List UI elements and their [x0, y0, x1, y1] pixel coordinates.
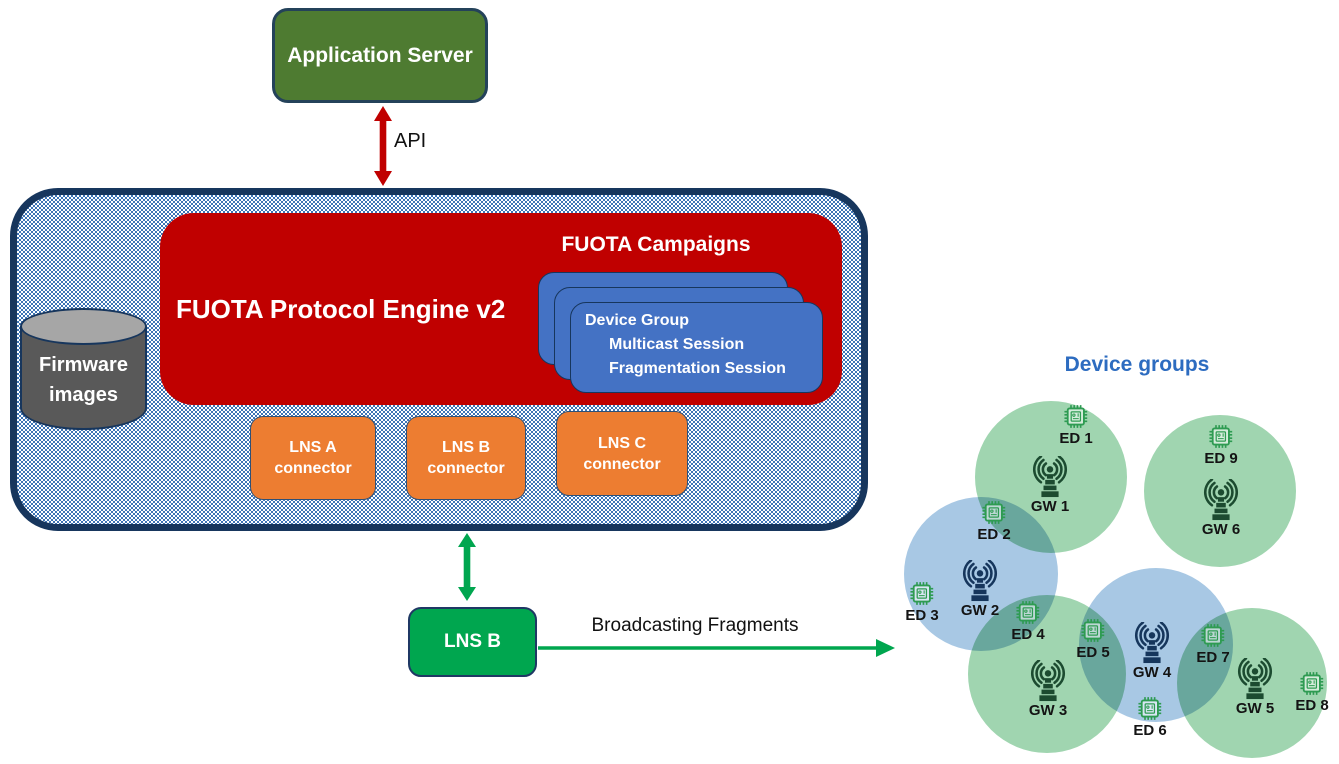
lns-c-connector-box: LNS C connector	[556, 411, 688, 496]
ed9-chip-icon	[1207, 423, 1234, 450]
end-device-6: ED 6	[1133, 695, 1167, 739]
gateway-2: GW 2	[958, 559, 1002, 619]
ed5-chip-icon	[1079, 617, 1106, 644]
gw3-label: GW 3	[1028, 702, 1068, 719]
ed9-label: ED 9	[1204, 450, 1238, 467]
end-device-9: ED 9	[1204, 423, 1238, 467]
fuota-protocol-engine-title: FUOTA Protocol Engine v2	[176, 294, 506, 324]
gw1-label: GW 1	[1030, 498, 1070, 515]
end-device-8: ED 8	[1295, 670, 1329, 714]
campaign-card-line-fragmentation-session: Fragmentation Session	[609, 360, 786, 377]
ed6-label: ED 6	[1133, 722, 1167, 739]
broadcasting-fragments-label: Broadcasting Fragments	[591, 615, 799, 636]
gateway-3: GW 3	[1026, 659, 1070, 719]
application-server-box: Application Server	[272, 8, 488, 103]
lns-double-arrow-icon	[458, 533, 476, 601]
end-device-1: ED 1	[1059, 403, 1093, 447]
gw2-antenna-icon	[958, 559, 1002, 602]
ed8-chip-icon	[1298, 670, 1325, 697]
end-device-4: ED 4	[1011, 599, 1045, 643]
gw1-antenna-icon	[1028, 455, 1072, 498]
ed3-label: ED 3	[905, 607, 939, 624]
application-server-label: Application Server	[287, 43, 473, 67]
ed4-chip-icon	[1014, 599, 1041, 626]
ed8-label: ED 8	[1295, 697, 1329, 714]
ed6-chip-icon	[1136, 695, 1163, 722]
gw2-label: GW 2	[960, 602, 1000, 619]
lns-b-connector-box: LNS B connector	[406, 416, 526, 500]
lns-a-connector-box: LNS A connector	[250, 416, 376, 500]
device-groups-title: Device groups	[1064, 353, 1210, 376]
gw3-antenna-icon	[1026, 659, 1070, 702]
end-device-7: ED 7	[1196, 622, 1230, 666]
lns-a-connector-label: LNS A connector	[274, 439, 352, 477]
firmware-images-label: Firmware images	[39, 354, 128, 406]
fuota-campaigns-title: FUOTA Campaigns	[561, 233, 751, 256]
ed7-label: ED 7	[1196, 649, 1230, 666]
lns-b-server-label: LNS B	[444, 631, 501, 652]
ed2-chip-icon	[980, 499, 1007, 526]
end-device-3: ED 3	[905, 580, 939, 624]
lns-b-server-box: LNS B	[408, 607, 537, 677]
gateway-4: GW 4	[1130, 621, 1174, 681]
ed4-label: ED 4	[1011, 626, 1045, 643]
api-double-arrow-icon	[374, 106, 392, 186]
campaign-card-line-device-group: Device Group	[585, 312, 690, 329]
gateway-5: GW 5	[1233, 657, 1277, 717]
lns-b-connector-label: LNS B connector	[427, 439, 505, 477]
gw4-label: GW 4	[1132, 664, 1172, 681]
ed1-chip-icon	[1062, 403, 1089, 430]
gateway-1: GW 1	[1028, 455, 1072, 515]
campaign-card-line-multicast-session: Multicast Session	[609, 336, 745, 353]
gw5-label: GW 5	[1235, 700, 1275, 717]
gw5-antenna-icon	[1233, 657, 1277, 700]
gateway-6: GW 6	[1199, 478, 1243, 538]
gw6-label: GW 6	[1201, 521, 1241, 538]
lns-c-connector-label: LNS C connector	[583, 434, 661, 473]
campaign-card-front: Device Group Multicast Session Fragmenta…	[570, 302, 823, 393]
ed7-chip-icon	[1199, 622, 1226, 649]
api-label: API	[394, 130, 427, 152]
gw6-antenna-icon	[1199, 478, 1243, 521]
firmware-database-cylinder-top-icon	[20, 308, 147, 345]
ed2-label: ED 2	[977, 526, 1011, 543]
ed5-label: ED 5	[1076, 644, 1110, 661]
gw4-antenna-icon	[1130, 621, 1174, 664]
end-device-5: ED 5	[1076, 617, 1110, 661]
broadcasting-arrow-icon	[538, 639, 895, 657]
end-device-2: ED 2	[977, 499, 1011, 543]
ed3-chip-icon	[908, 580, 935, 607]
ed1-label: ED 1	[1059, 430, 1093, 447]
